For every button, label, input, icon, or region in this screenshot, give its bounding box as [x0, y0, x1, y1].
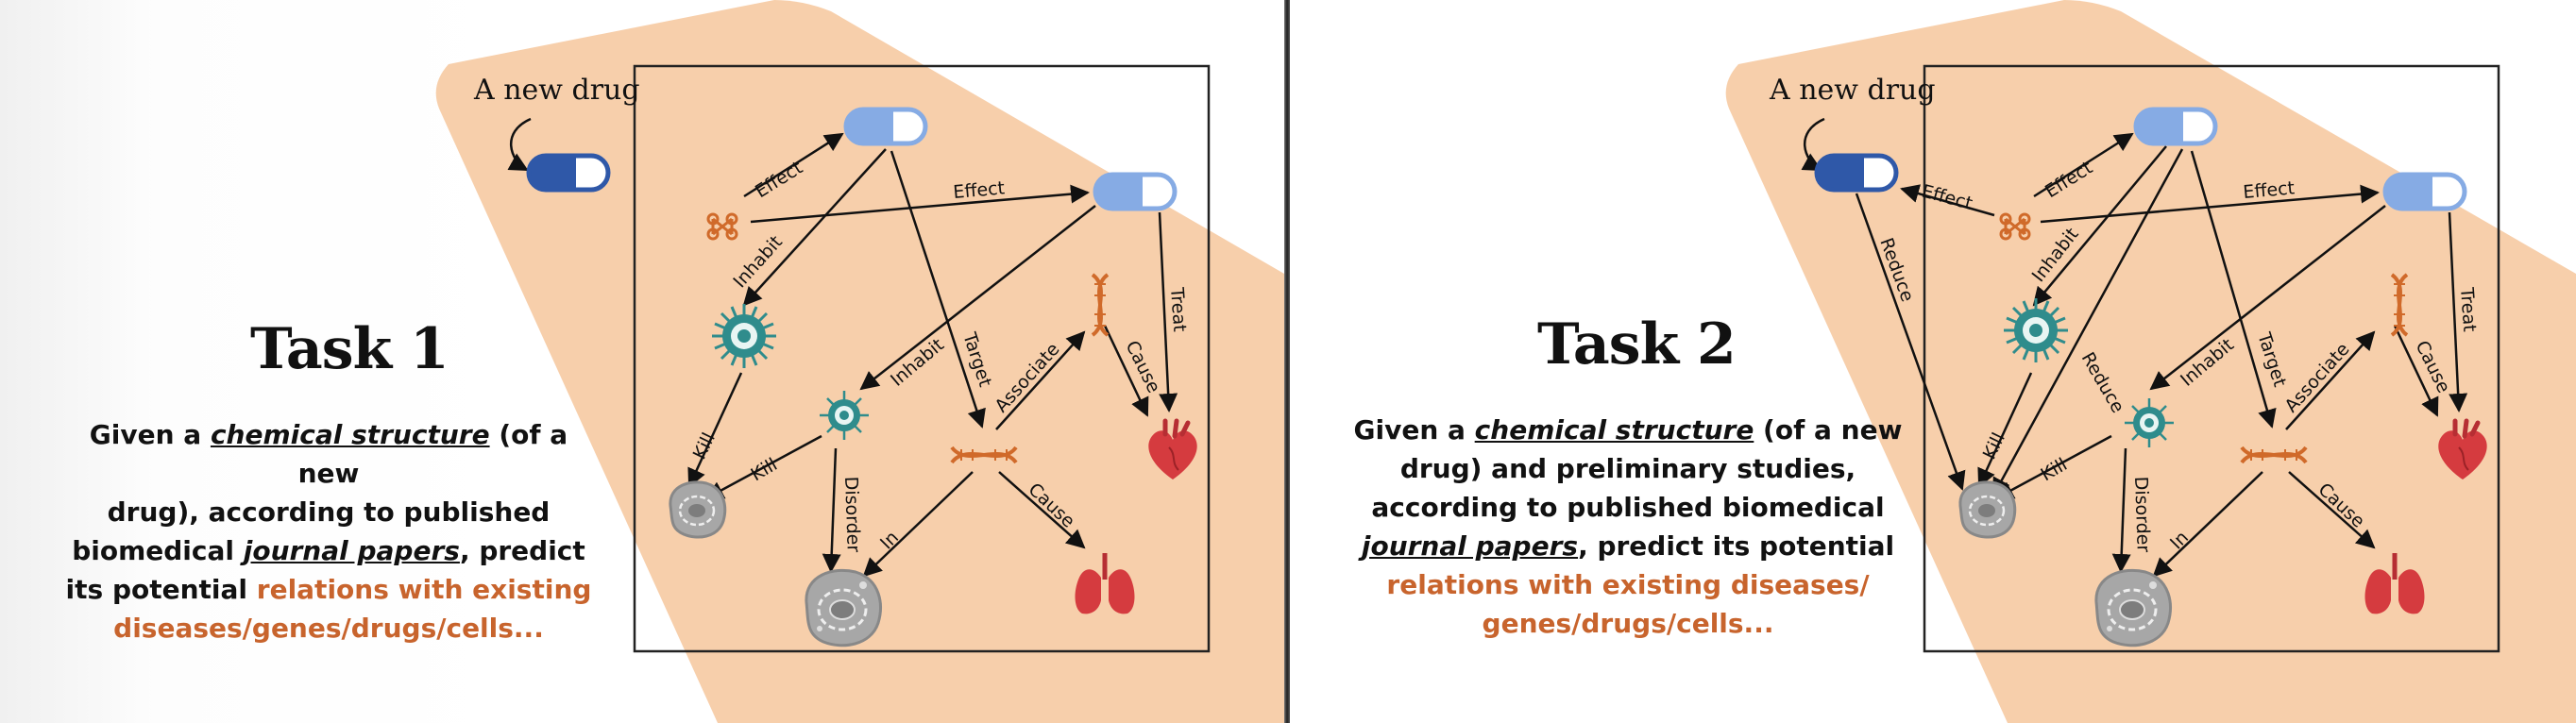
- desc-text: (of a new: [297, 419, 568, 489]
- desc-text: Given a: [1353, 414, 1475, 446]
- graph-frame: [1923, 64, 2500, 653]
- task1-description: Given a chemical structure (of a new dru…: [64, 415, 593, 647]
- task2-panel: A new drug: [1290, 0, 2576, 723]
- edge-target: [2190, 150, 2277, 429]
- new-drug-label: A new drug: [473, 74, 640, 107]
- edge-kill1: [687, 372, 743, 488]
- task1-diagram: A new drug Effect: [435, 0, 1284, 723]
- task2-desc-line2: drug) and preliminary studies,: [1399, 453, 1856, 484]
- task1-panel: A new drug Effect: [0, 0, 1284, 723]
- edge-cause2: [998, 471, 1086, 549]
- edge-reduce2: [1991, 148, 2184, 497]
- task1-desc-line5: diseases/genes/drugs/cells...: [113, 613, 544, 644]
- edge-associate: [2285, 330, 2376, 430]
- task1-desc-line1: Given a chemical structure (of a new: [64, 415, 593, 493]
- cell-node-1-icon: [669, 480, 727, 539]
- edge-kill2: [1994, 434, 2112, 500]
- edge-cause2: [2288, 471, 2376, 549]
- edge-disorder: [2111, 447, 2131, 573]
- desc-text: its potential: [65, 574, 257, 605]
- task2-desc-line3: according to published biomedical: [1371, 492, 1885, 523]
- desc-text: , predict: [459, 535, 585, 566]
- drug-node-2-icon: [2385, 175, 2465, 209]
- desc-text: Given a: [89, 419, 211, 450]
- task2-desc-line4: journal papers, predict its potential: [1345, 527, 1911, 565]
- edge-inhabit2: [859, 205, 1096, 391]
- desc-emphasis: chemical structure: [1474, 414, 1754, 446]
- desc-emphasis: journal papers: [1361, 530, 1579, 562]
- cell-node-2-icon: [2094, 568, 2172, 647]
- new-drug-pill-icon: [529, 156, 608, 190]
- label-disorder: Disorder: [840, 476, 864, 552]
- edge-treat: [2448, 211, 2468, 412]
- task1-title: Task 1: [250, 316, 449, 382]
- edge-treat: [1158, 211, 1178, 412]
- label-disorder: Disorder: [2130, 476, 2154, 552]
- new-drug-pointer-arrow: [507, 117, 532, 172]
- virus-node-1-icon: [710, 302, 778, 370]
- edge-associate: [995, 330, 1086, 430]
- label-treat: Treat: [1166, 286, 1190, 332]
- edge-cause1: [1103, 325, 1149, 417]
- cell-node-2-icon: [805, 568, 882, 647]
- task1-desc-line3: biomedical journal papers, predict: [64, 531, 593, 570]
- edge-target: [890, 150, 986, 429]
- new-drug-pill-icon: [1817, 156, 1896, 190]
- edge-kill2: [704, 434, 822, 500]
- drug-node-1-icon: [2136, 109, 2215, 143]
- edge-reduce1: [1855, 193, 1966, 491]
- cell-node-1-icon: [1958, 480, 2017, 539]
- edge-effect1: [743, 132, 844, 198]
- desc-text: , predict its potential: [1578, 530, 1895, 562]
- task2-desc-line1: Given a chemical structure (of a new: [1345, 411, 1911, 449]
- drug-node-1-icon: [846, 109, 925, 143]
- edge-effect1: [2033, 132, 2134, 198]
- task2-description: Given a chemical structure (of a new dru…: [1345, 411, 1911, 643]
- desc-text: biomedical: [72, 535, 244, 566]
- task2-title: Task 2: [1537, 311, 1737, 378]
- edge-in: [862, 471, 974, 578]
- edge-effect2: [750, 184, 1090, 224]
- graph-frame: [633, 64, 1211, 653]
- edge-inhabit2: [2149, 205, 2386, 391]
- task1-desc-line4: its potential relations with existing: [64, 570, 593, 609]
- task1-desc-line2: drug), according to published: [107, 496, 551, 528]
- task2-desc-line5: relations with existing diseases/: [1386, 569, 1870, 600]
- label-effect2: Effect: [2243, 177, 2296, 203]
- edge-inhabit1: [2032, 145, 2167, 307]
- new-drug-label: A new drug: [1769, 74, 1936, 107]
- label-treat: Treat: [2456, 286, 2480, 332]
- edge-kill1: [1977, 372, 2033, 488]
- label-effect2: Effect: [953, 177, 1006, 203]
- desc-emphasis: chemical structure: [210, 419, 490, 450]
- panel-divider: [1284, 0, 1290, 723]
- drug-node-2-icon: [1095, 175, 1175, 209]
- edge-in: [2152, 471, 2263, 578]
- edge-cause1: [2393, 325, 2439, 417]
- edge-effect0: [1900, 184, 1995, 217]
- virus-node-1-icon: [2002, 296, 2070, 364]
- task2-desc-line6: genes/drugs/cells...: [1482, 608, 1774, 639]
- edge-inhabit1: [742, 148, 887, 307]
- task2-diagram: A new drug: [1725, 0, 2576, 723]
- desc-emphasis: journal papers: [243, 535, 460, 566]
- desc-text: (of a new: [1754, 414, 1903, 446]
- edge-disorder: [822, 447, 841, 573]
- desc-highlight: relations with existing: [256, 574, 592, 605]
